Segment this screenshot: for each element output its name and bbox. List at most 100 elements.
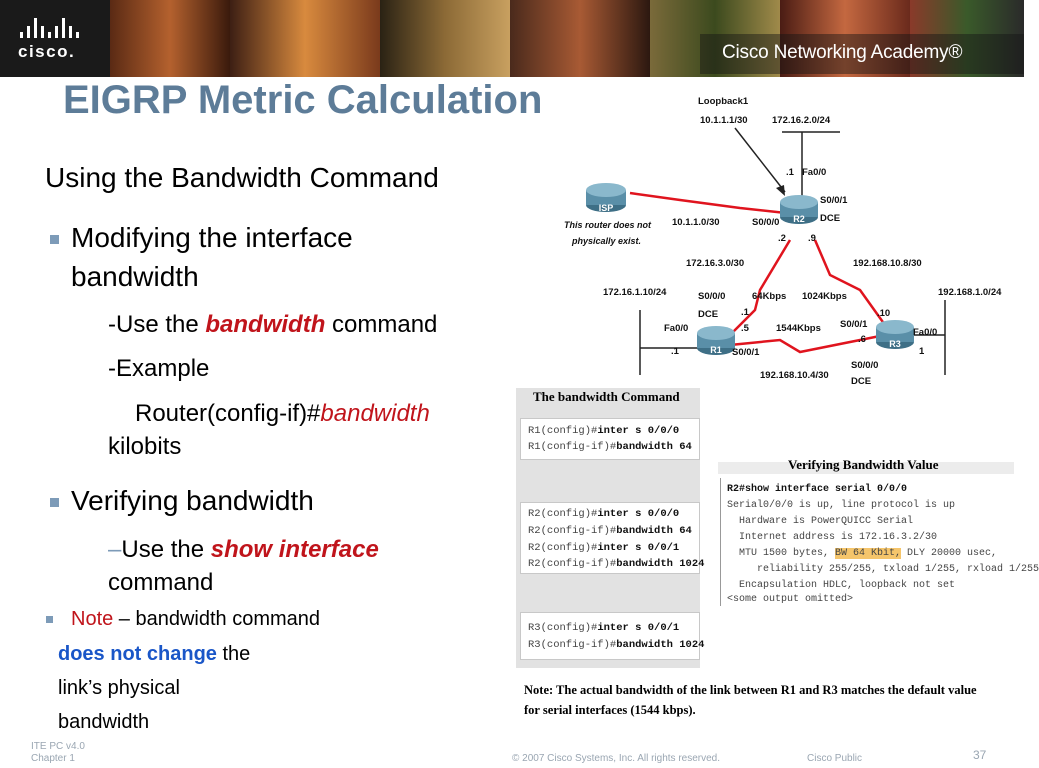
r3-lan: 192.168.1.0/24 bbox=[938, 287, 1002, 298]
note-line-3: link’s physical bbox=[58, 677, 180, 699]
r3-fa-1: 1 bbox=[919, 346, 925, 357]
bullet-marker bbox=[50, 235, 59, 244]
header-banner: cisco. Cisco Networking Academy® bbox=[0, 0, 1024, 77]
r2-dce: DCE bbox=[820, 213, 840, 224]
r3-label: R3 bbox=[889, 339, 901, 349]
isp-note-1: This router does not bbox=[564, 220, 652, 230]
note-label: Note bbox=[71, 608, 114, 630]
r2-dot1: .1 bbox=[786, 167, 795, 178]
footer-public: Cisco Public bbox=[807, 753, 863, 764]
verify-line-4: MTU 1500 bytes, BW 64 Kbit, DLY 20000 us… bbox=[727, 548, 998, 559]
verify-output-box: R2#show interface serial 0/0/0 Serial0/0… bbox=[720, 478, 1039, 606]
bw-1544: 1544Kbps bbox=[776, 323, 821, 334]
does-not-change: does not change bbox=[58, 643, 217, 665]
r1-s001: S0/0/1 bbox=[732, 347, 760, 358]
r1-lan: 172.16.1.10/24 bbox=[603, 287, 667, 298]
footer-chapter: Chapter 1 bbox=[31, 753, 75, 764]
r2-lan: 172.16.2.0/24 bbox=[772, 115, 831, 126]
verify-line-3: Internet address is 172.16.3.2/30 bbox=[727, 532, 938, 543]
verify-line-6: Encapsulation HDLC, loopback not set bbox=[727, 580, 956, 591]
banner-photo bbox=[230, 0, 380, 77]
footer-version: ITE PC v4.0 bbox=[31, 741, 85, 752]
dash: – bbox=[108, 536, 122, 563]
r2-line: R2(config)#inter s 0/0/0 bbox=[528, 508, 680, 520]
verify-line-5: reliability 255/255, txload 1/255, rxloa… bbox=[727, 564, 1039, 575]
r3-dot10: .10 bbox=[877, 308, 890, 319]
kilobits-line: kilobits bbox=[108, 433, 182, 460]
verify-line-7: <some output omitted> bbox=[727, 594, 854, 605]
router-bandwidth-keyword: bandwidth bbox=[320, 400, 430, 427]
isp-r2-link bbox=[629, 191, 796, 216]
r1-r3-link bbox=[729, 333, 886, 354]
command-line: command bbox=[108, 569, 214, 596]
academy-title: Cisco Networking Academy® bbox=[722, 42, 963, 63]
command-text: command bbox=[325, 311, 438, 338]
bullet-marker bbox=[50, 498, 59, 507]
note-line-2: does not change the bbox=[58, 643, 250, 666]
r1-dot1: .1 bbox=[741, 307, 750, 318]
r3-line: R3(config-if)#bandwidth 1024 bbox=[528, 639, 705, 651]
r1-s000: S0/0/0 bbox=[698, 291, 725, 302]
r1-command-box: R1(config)#inter s 0/0/0 R1(config-if)#b… bbox=[520, 418, 700, 460]
bullet-marker bbox=[46, 616, 53, 623]
r1-line: R1(config)#inter s 0/0/0 bbox=[528, 425, 680, 437]
isp-net: 10.1.1.0/30 bbox=[672, 217, 720, 228]
banner-photo bbox=[510, 0, 650, 77]
r3-fa: Fa0/0 bbox=[913, 327, 937, 338]
r2-line: R2(config)#inter s 0/0/1 bbox=[528, 542, 680, 554]
bw-highlight: BW 64 Kbit, bbox=[835, 548, 902, 559]
r2-dot2: .2 bbox=[778, 233, 786, 244]
banner-photo bbox=[650, 0, 780, 77]
verify-strip bbox=[718, 462, 1014, 474]
r3-s000: S0/0/0 bbox=[851, 360, 878, 371]
use-text: -Use the bbox=[108, 311, 206, 338]
note-box: Note: The actual bandwidth of the link b… bbox=[516, 676, 1006, 724]
note-line: Note – bandwidth command bbox=[71, 608, 320, 631]
r2-s001: S0/0/1 bbox=[820, 195, 848, 206]
use-show-interface-line: –Use the show interface bbox=[108, 536, 379, 564]
loopback-ip: 10.1.1.1/30 bbox=[700, 115, 748, 126]
network-topology-diagram: ISP R2 R1 R3 Loopback1 10.1.1.1/30 172.1… bbox=[564, 96, 1002, 387]
router-example-line: Router(config-if)#bandwidth bbox=[135, 400, 430, 428]
slide-title: EIGRP Metric Calculation bbox=[63, 78, 543, 122]
r1-router: R1 bbox=[697, 326, 735, 355]
r1-label: R1 bbox=[710, 345, 722, 355]
bw-64: 64Kbps bbox=[752, 291, 786, 302]
bw-1024: 1024Kbps bbox=[802, 291, 847, 302]
r2-line: R2(config-if)#bandwidth 64 bbox=[528, 525, 692, 537]
bandwidth-command-title: The bandwidth Command bbox=[533, 389, 680, 404]
r2-router: R2 bbox=[780, 195, 818, 224]
note-box-line-2: for serial interfaces (1544 kbps). bbox=[524, 703, 696, 717]
r1-dot5: .5 bbox=[741, 323, 750, 334]
r2-dot9: .9 bbox=[808, 233, 816, 244]
bullet-1-line1: Modifying the interface bbox=[71, 222, 353, 253]
logo-text: cisco. bbox=[18, 42, 76, 61]
r3-router: R3 bbox=[876, 320, 914, 349]
r3-line: R3(config)#inter s 0/0/1 bbox=[528, 622, 680, 634]
bullet-2-line: Verifying bandwidth bbox=[71, 485, 314, 516]
r2-fa: Fa0/0 bbox=[802, 167, 826, 178]
isp-label: ISP bbox=[599, 203, 614, 213]
slide-subtitle: Using the Bandwidth Command bbox=[45, 162, 439, 193]
net-r1r3: 192.168.10.4/30 bbox=[760, 370, 829, 381]
r1-dce: DCE bbox=[698, 309, 718, 320]
r3-command-box: R3(config)#inter s 0/0/1 R3(config-if)#b… bbox=[520, 612, 704, 660]
r3-s001: S0/0/1 bbox=[840, 319, 868, 330]
banner-photo bbox=[110, 0, 230, 77]
note-line-4: bandwidth bbox=[58, 711, 150, 733]
r1-line: R1(config-if)#bandwidth 64 bbox=[528, 441, 692, 453]
verify-command-line: R2#show interface serial 0/0/0 bbox=[727, 484, 908, 495]
router-prompt: Router(config-if)# bbox=[135, 400, 321, 427]
example-line: -Example bbox=[108, 355, 210, 382]
verify-line-2: Hardware is PowerQUICC Serial bbox=[727, 516, 914, 527]
loopback-arrow bbox=[734, 127, 786, 193]
verify-title: Verifying Bandwidth Value bbox=[788, 457, 939, 472]
banner-photo bbox=[380, 0, 510, 77]
r1-r2-link bbox=[719, 239, 792, 346]
page-number: 37 bbox=[973, 748, 987, 762]
r1-fa: Fa0/0 bbox=[664, 323, 688, 334]
note-the: the bbox=[216, 643, 251, 665]
bullet-1-line2: bandwidth bbox=[71, 261, 199, 292]
loopback-label: Loopback1 bbox=[698, 96, 749, 107]
cisco-logo: cisco. bbox=[18, 18, 108, 63]
